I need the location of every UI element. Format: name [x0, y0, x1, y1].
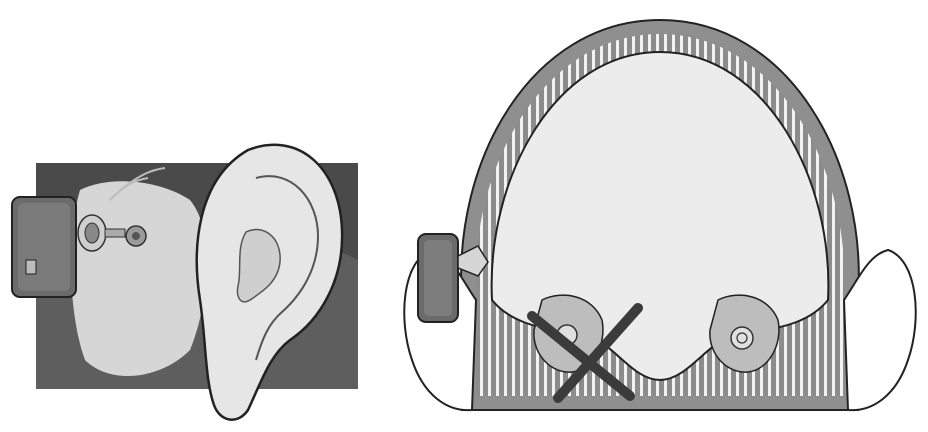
device-face [18, 203, 70, 291]
skull-diagram [392, 0, 928, 432]
device-button [26, 260, 36, 274]
right-illustration [392, 0, 928, 432]
abutment-center [132, 232, 140, 240]
coupling-screw [105, 229, 125, 237]
skin-patch [71, 181, 207, 376]
ear-scene [0, 0, 372, 432]
device-face [424, 240, 452, 316]
inner-ear-right [710, 295, 779, 372]
coupling-core [85, 223, 99, 243]
left-illustration [0, 0, 372, 432]
